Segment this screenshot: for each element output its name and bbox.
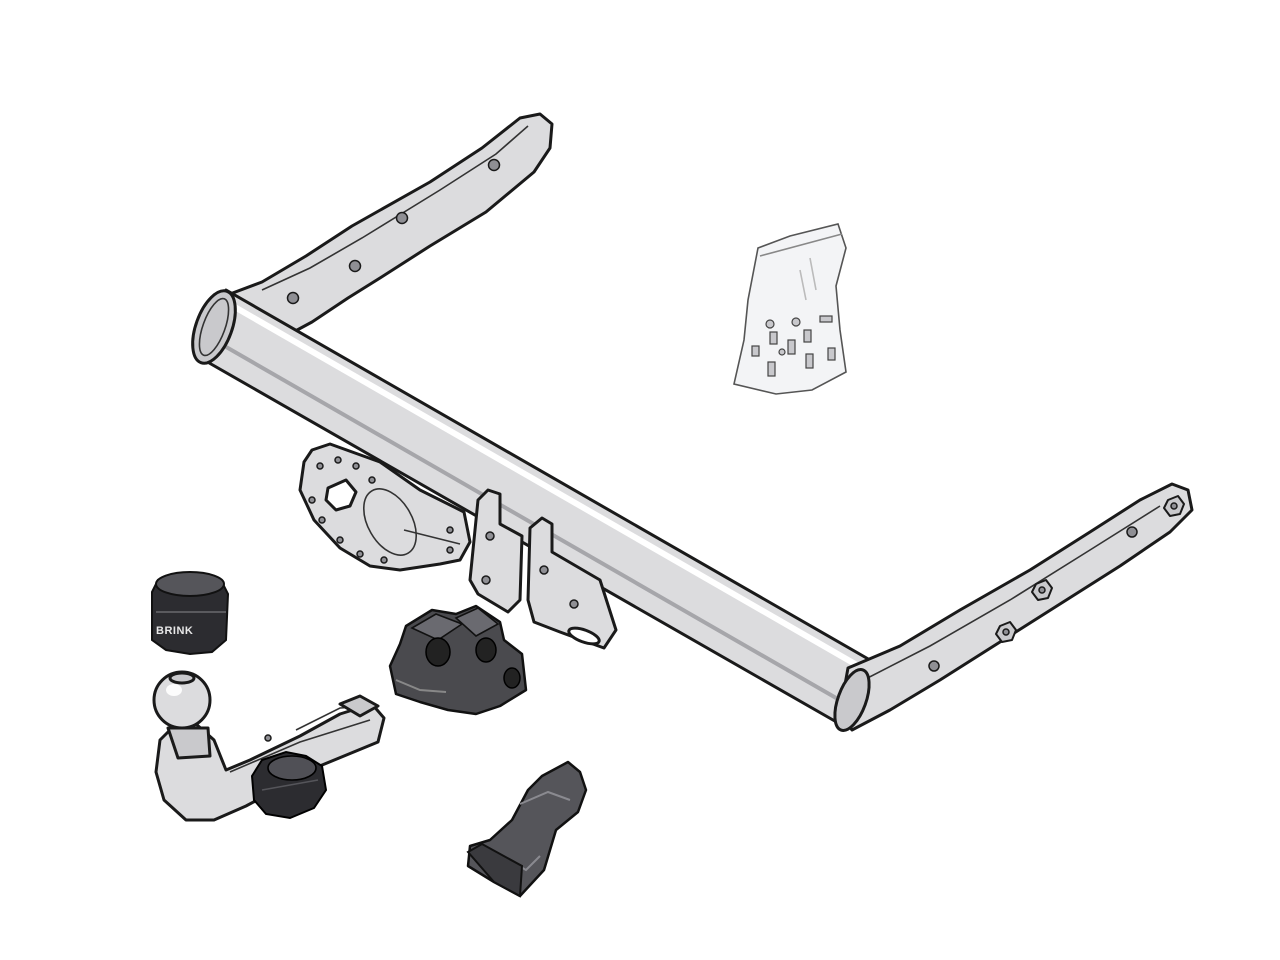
socket-cover-icon: BRINK [151,571,230,656]
brand-label: BRINK [156,625,193,637]
detachable-tow-ball-icon [152,670,386,822]
bolt-hole [1126,526,1138,538]
bolt-hole [286,291,300,305]
receiver-mount-brackets [468,488,618,650]
right-side-bracket [833,482,1194,732]
socket-mounting-plate [298,442,472,572]
bolt-hole [928,660,940,672]
beam-end-cap-right [833,668,871,732]
receiver-block-icon [388,604,528,716]
locking-pin-icon [466,760,588,898]
hex-nut [1031,579,1053,601]
bolt-bag-icon [733,223,847,395]
hex-nut [1163,495,1185,517]
bolt-hole [395,211,409,225]
beam-end-cap-left [191,289,237,365]
left-side-bracket [212,112,554,352]
bolt-hole [348,259,362,273]
hex-nut [995,621,1017,643]
bolt-hole [487,158,501,172]
